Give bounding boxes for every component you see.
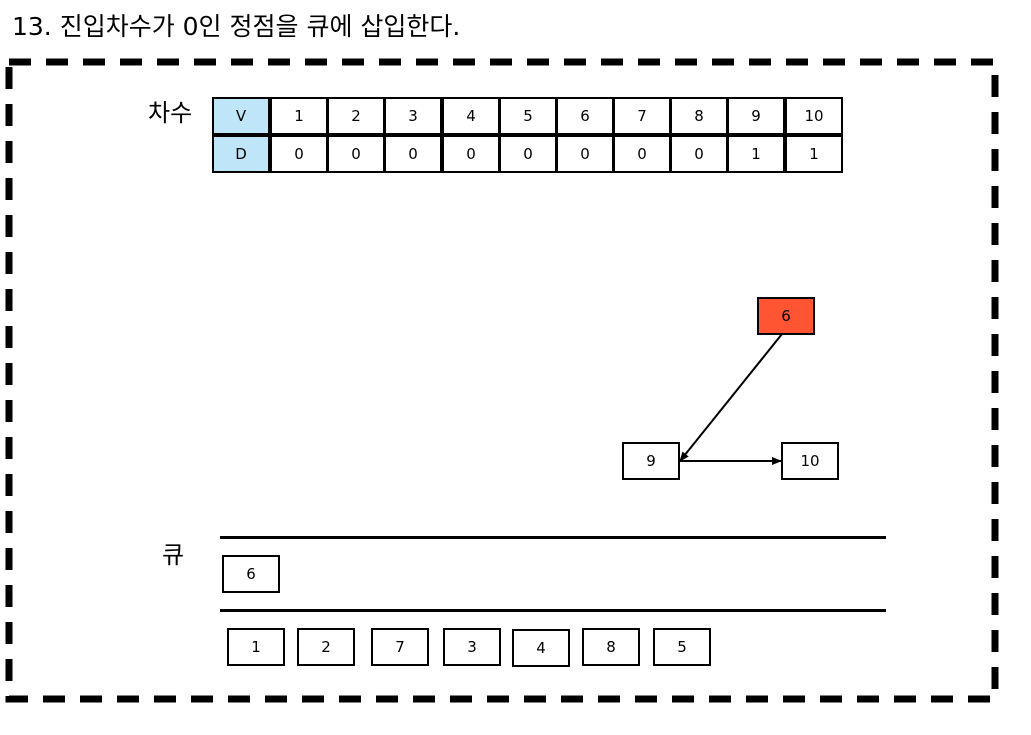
queue-top-line: [220, 536, 886, 539]
degree-cell: 0: [556, 135, 614, 173]
graph-node-6: 6: [757, 297, 815, 335]
queue-item: 6: [222, 555, 280, 593]
page-title: 13. 진입차수가 0인 정점을 큐에 삽입한다.: [12, 12, 461, 41]
graph-node-10: 10: [781, 442, 839, 480]
output-order-item: 4: [512, 629, 570, 667]
output-order-item: 2: [297, 628, 355, 666]
degree-cell: 1: [785, 135, 843, 173]
vertex-cell: 7: [613, 97, 671, 135]
output-order-item: 8: [582, 628, 640, 666]
vertex-cell: 3: [384, 97, 442, 135]
queue-label: 큐: [162, 541, 185, 569]
graph-node-9: 9: [622, 442, 680, 480]
degree-header-cell: D: [212, 135, 270, 173]
vertex-header-cell: V: [212, 97, 270, 135]
edge-6-to-9: [679, 333, 783, 462]
degree-cell: 0: [384, 135, 442, 173]
degree-cell: 0: [442, 135, 500, 173]
output-order-item: 5: [653, 628, 711, 666]
vertex-cell: 6: [556, 97, 614, 135]
degree-cell: 1: [727, 135, 785, 173]
degree-label: 차수: [148, 99, 193, 127]
degree-cell: 0: [327, 135, 385, 173]
vertex-cell: 4: [442, 97, 500, 135]
output-order-item: 7: [371, 628, 429, 666]
output-order-item: 3: [443, 628, 501, 666]
vertex-cell: 9: [727, 97, 785, 135]
vertex-cell: 8: [670, 97, 728, 135]
output-order-item: 1: [227, 628, 285, 666]
degree-cell: 0: [499, 135, 557, 173]
degree-cell: 0: [670, 135, 728, 173]
vertex-cell: 10: [785, 97, 843, 135]
queue-bottom-line: [220, 609, 886, 612]
